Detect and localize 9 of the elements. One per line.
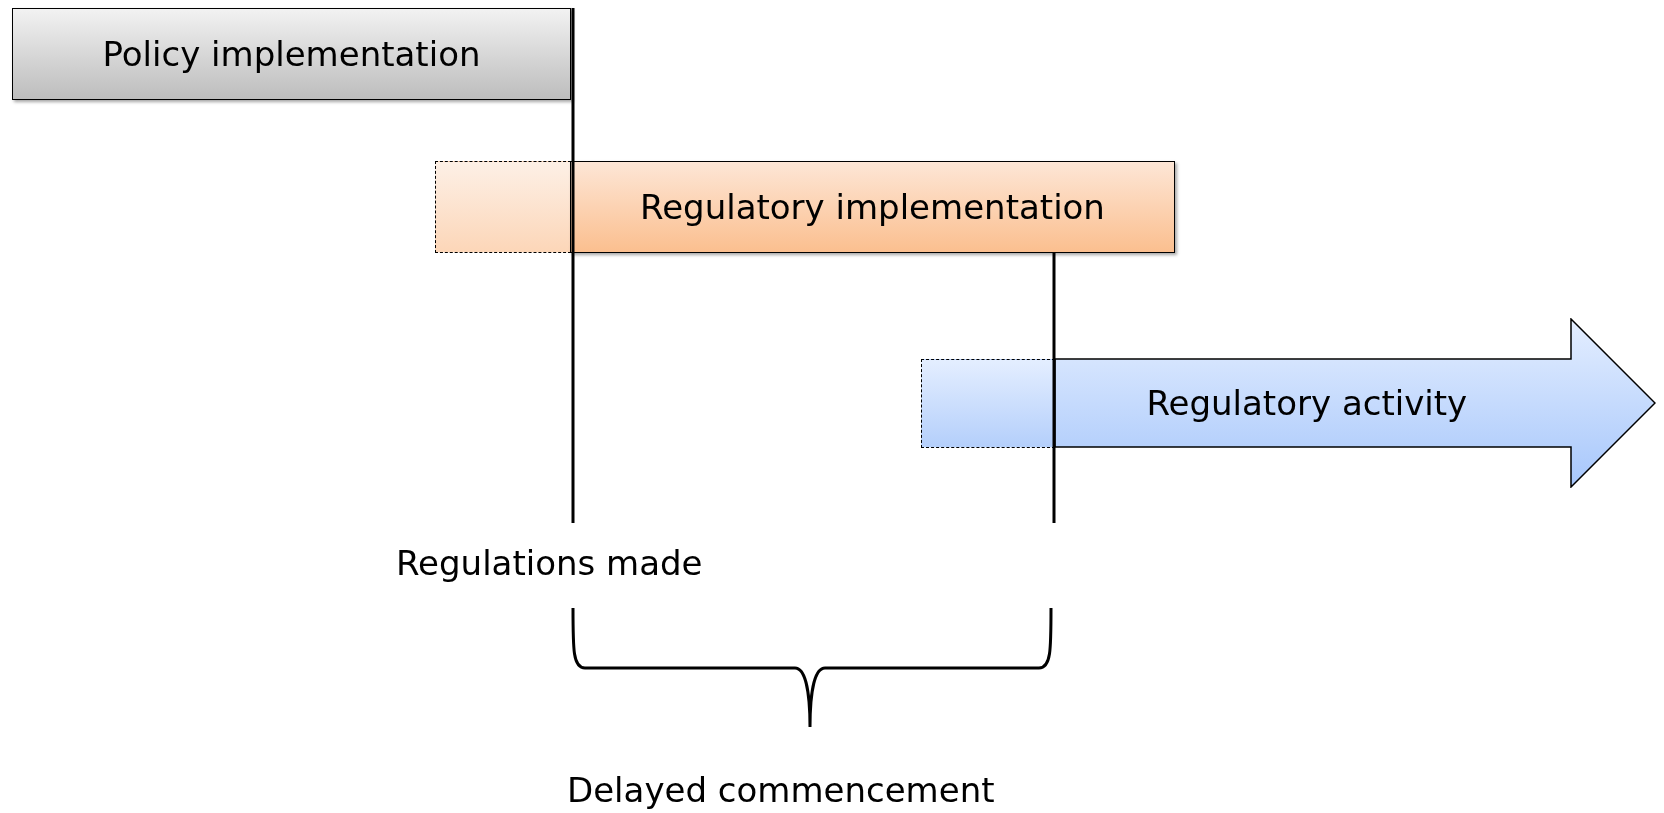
dashed-box [435, 161, 571, 253]
milestone-label: Regulations made [396, 543, 703, 583]
dashed-box [921, 359, 1055, 448]
brace-label: Delayed commencement [567, 770, 995, 810]
box-label: Regulatory implementation [640, 187, 1105, 227]
box-label: Regulatory activity [1146, 383, 1468, 423]
process-box [570, 161, 1175, 253]
process-box [12, 8, 571, 100]
box-label: Policy implementation [102, 34, 481, 74]
